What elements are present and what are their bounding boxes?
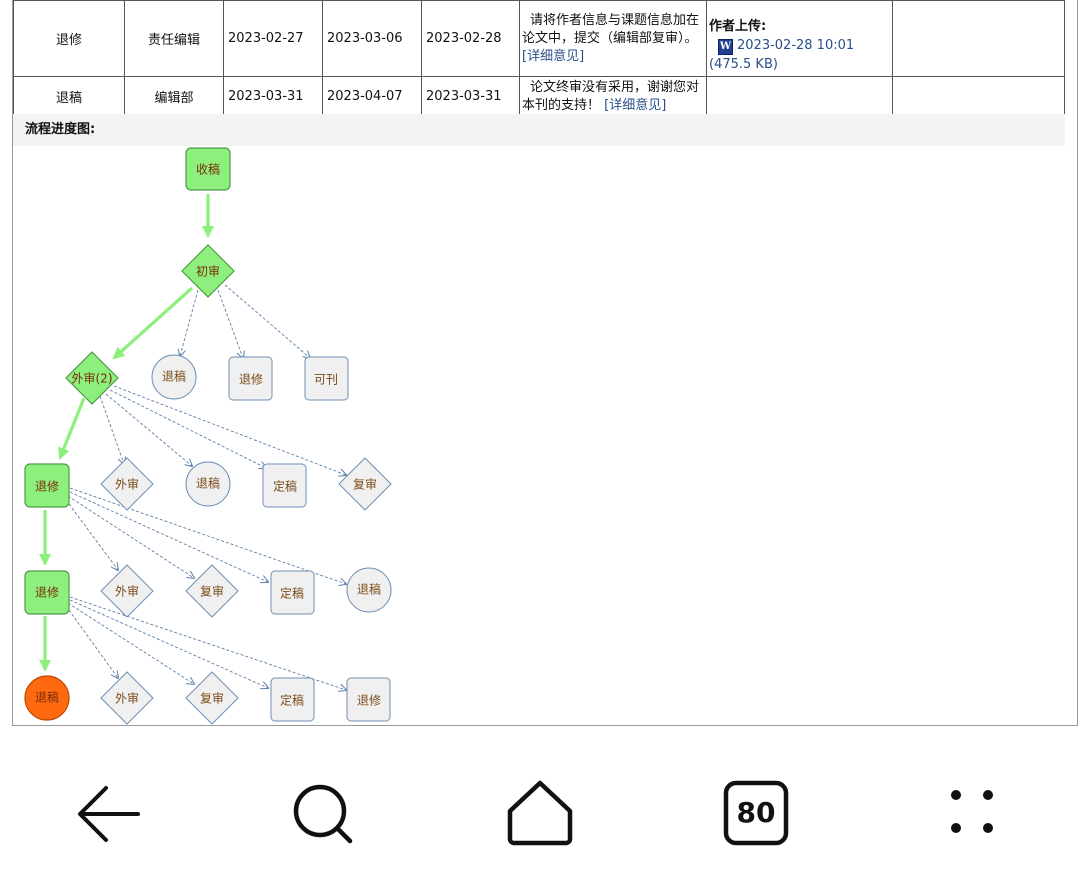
record-empty-cell [892, 0, 1065, 77]
search-icon [293, 784, 353, 844]
progress-edges [39, 194, 214, 672]
flow-node-first-review: 初审 [181, 244, 235, 298]
svg-text:退稿: 退稿 [357, 582, 381, 597]
back-button[interactable] [68, 777, 148, 857]
opinion-text: 请将作者信息与课题信息加在论文中，提交（编辑部复审）。 [522, 12, 700, 46]
svg-text:退稿: 退稿 [35, 690, 59, 705]
svg-text:外审(2): 外审(2) [72, 371, 113, 386]
svg-text:复审: 复审 [200, 584, 224, 599]
svg-text:初审: 初审 [196, 264, 220, 279]
opinion-text: 论文终审没有采用，谢谢您对本刊的支持！ [522, 79, 700, 113]
detail-link[interactable]: [详细意见] [604, 97, 667, 113]
option-edges [65, 284, 346, 690]
record-opinion: 请将作者信息与课题信息加在论文中，提交（编辑部复审）。 [详细意见] [519, 0, 707, 77]
table-row: 退稿 编辑部 2023-03-31 2023-04-07 2023-03-31 … [13, 76, 1065, 117]
svg-text:可刊: 可刊 [314, 373, 338, 387]
svg-text:退修: 退修 [357, 693, 381, 708]
flow-node-option-recheck: 复审 [338, 457, 392, 511]
svg-text:收稿: 收稿 [196, 162, 220, 177]
uploaded-file-link[interactable]: 2023-02-28 10:01 (475.5 KB) [709, 38, 855, 72]
home-button[interactable] [500, 777, 580, 857]
record-date: 2023-03-31 [421, 76, 520, 117]
record-opinion: 论文终审没有采用，谢谢您对本刊的支持！ [详细意见] [519, 76, 707, 117]
flow-node-option-reject: 退稿 [346, 567, 392, 613]
svg-text:外审: 外审 [115, 584, 139, 599]
svg-text:外审: 外审 [115, 477, 139, 492]
review-records-table: 退修 责任编辑 2023-02-27 2023-03-06 2023-02-28… [13, 0, 1065, 117]
flow-node-option-recheck: 复审 [185, 564, 239, 618]
flow-node-option-reject: 退稿 [185, 461, 231, 507]
flow-node-option-external: 外审 [100, 457, 154, 511]
flow-node-final-reject: 退稿 [24, 675, 70, 721]
flow-node-option-external: 外审 [100, 564, 154, 618]
svg-text:退修: 退修 [35, 479, 59, 494]
svg-text:定稿: 定稿 [273, 479, 297, 494]
svg-text:退修: 退修 [239, 372, 263, 387]
flow-node-option-external: 外审 [100, 671, 154, 725]
flow-node-external-review-2: 外审(2) [65, 351, 119, 405]
upload-title: 作者上传: [709, 19, 767, 34]
flow-progress-diagram: 收稿 初审 外审(2) 退稿 退修 可刊 退修 外审 退稿 定稿 复审 [24, 147, 392, 725]
menu-button[interactable] [932, 777, 1012, 857]
svg-text:退修: 退修 [35, 585, 59, 600]
svg-text:定稿: 定稿 [280, 693, 304, 708]
record-date: 2023-03-31 [223, 76, 323, 117]
svg-text:复审: 复审 [353, 477, 377, 492]
record-handler: 编辑部 [124, 76, 224, 117]
flow-node-revise-1: 退修 [24, 463, 70, 508]
record-handler: 责任编辑 [124, 0, 224, 77]
record-empty-cell [892, 76, 1065, 117]
detail-link[interactable]: [详细意见] [522, 48, 585, 64]
flow-node-option-publishable: 可刊 [304, 356, 349, 401]
flow-node-option-recheck: 复审 [185, 671, 239, 725]
svg-text:复审: 复审 [200, 691, 224, 706]
menu-dots-icon [951, 790, 993, 833]
bottom-navigation-bar: 80 [0, 727, 1080, 896]
flow-node-option-final: 定稿 [270, 570, 315, 615]
svg-text:退稿: 退稿 [196, 476, 220, 491]
svg-text:外审: 外审 [115, 691, 139, 706]
tabs-button[interactable]: 80 [716, 777, 796, 857]
home-icon [507, 780, 573, 846]
flow-node-option-revise: 退修 [346, 677, 391, 722]
svg-text:定稿: 定稿 [280, 586, 304, 601]
search-button[interactable] [284, 777, 364, 857]
flow-node-receive: 收稿 [185, 147, 231, 191]
record-date: 2023-04-07 [322, 76, 422, 117]
flow-node-option-revise: 退修 [228, 356, 273, 401]
flow-progress-title: 流程进度图: [13, 114, 1065, 146]
back-arrow-icon [78, 786, 140, 842]
flow-node-option-final: 定稿 [262, 463, 307, 508]
flow-node-option-reject: 退稿 [151, 354, 197, 400]
flow-node-option-final: 定稿 [270, 677, 315, 722]
svg-text:退稿: 退稿 [162, 369, 186, 384]
tabs-counter-icon: 80 [723, 780, 789, 846]
tabs-count: 80 [737, 796, 776, 829]
flow-node-revise-2: 退修 [24, 570, 70, 615]
